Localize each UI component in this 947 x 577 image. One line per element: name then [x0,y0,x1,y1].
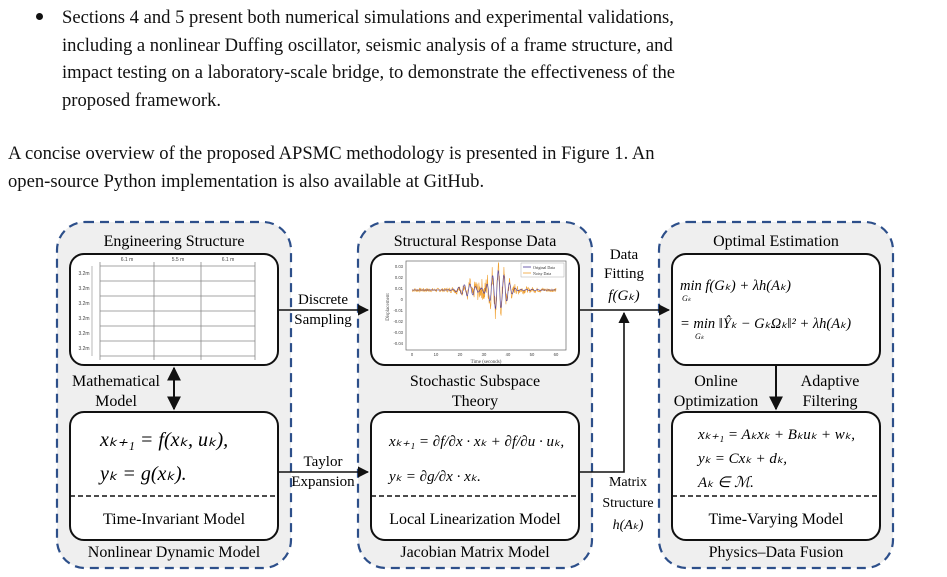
matrix-structure-label: Matrix [609,475,647,490]
plot-ytick: 0 [401,297,404,302]
structural-response-title: Structural Response Data [394,233,557,250]
plot-xtick: 50 [530,352,535,357]
data-fitting-label: Fitting [604,266,645,282]
legend-noisy: Noisy Data [533,271,551,276]
objective-function: min f(Gₖ) + λh(Aₖ) [680,278,791,294]
plot-xtick: 40 [506,352,511,357]
bullet-line: impact testing on a laboratory-scale bri… [62,62,676,83]
frame-story-label: 3.2m [78,271,89,277]
output-equation: yₖ = g(xₖ). [98,463,187,485]
time-varying-label: Time-Varying Model [709,511,845,528]
online-optimization-label: Online [694,373,738,390]
response-plot: Displacement Time (seconds) 0.03 0.02 0.… [386,260,567,365]
state-equation: xₖ₊₁ = f(xₖ, uₖ), [99,429,228,451]
data-fitting-label: Data [610,247,639,263]
frame-story-label: 3.2m [78,346,89,352]
bullet-line: proposed framework. [62,89,222,111]
plot-ytick: -0.03 [393,330,403,335]
frame-story-label: 3.2m [78,331,89,337]
paragraph-line: A concise overview of the proposed APSMC… [8,143,655,164]
plot-xtick: 30 [482,352,487,357]
linearized-output-equation: yₖ = ∂g/∂x · xₖ. [387,469,481,485]
frame-story-label: 3.2m [78,316,89,322]
jacobian-matrix-model-title: Jacobian Matrix Model [400,544,550,561]
legend-original: Original Data [533,265,555,270]
paragraph-line: open-source Python implementation is als… [8,170,485,192]
tv-state-equation: xₖ₊₁ = Aₖxₖ + Bₖuₖ + wₖ, [697,427,855,443]
taylor-expansion-label: Expansion [291,474,355,490]
data-fitting-function: f(Gₖ) [608,288,639,304]
adaptive-filtering-label: Adaptive [801,373,860,390]
nonlinear-model-box [69,411,279,541]
overview-paragraph: A concise overview of the proposed APSMC… [8,140,938,195]
mathematical-model-label: Mathematical [72,373,161,390]
objective-subscript: Gₖ [682,294,692,303]
plot-xlabel: Time (seconds) [471,360,502,365]
plot-ytick: -0.04 [393,341,403,346]
objective-subscript: Gₖ [695,332,705,341]
discrete-sampling-label: Discrete [298,292,348,308]
bullet-line: Sections 4 and 5 present both numerical … [62,7,674,28]
objective-expanded: = min ‖Ŷₖ − GₖΩₖ‖² + λh(Aₖ) [680,315,851,332]
online-optimization-label: Optimization [674,393,758,410]
bullet-text: Sections 4 and 5 present both numerical … [62,4,940,114]
plot-ytick: -0.02 [393,319,403,324]
matrix-structure-label: Structure [602,496,653,511]
plot-xtick: 0 [411,352,414,357]
bullet-line: including a nonlinear Duffing oscillator… [62,34,673,56]
frame-structure-drawing [91,262,256,360]
jacobian-model-box [370,411,580,541]
taylor-expansion-label: Taylor [304,454,343,470]
tv-constraint: Aₖ ∈ ℳ. [697,475,754,491]
original-data-series [411,269,557,310]
frame-story-label: 3.2m [78,301,89,307]
matrix-structure-arrow [579,311,630,473]
matrix-structure-function: h(Aₖ) [613,518,644,533]
linearized-state-equation: xₖ₊₁ = ∂f/∂x · xₖ + ∂f/∂u · uₖ, [388,434,564,450]
stochastic-subspace-label: Theory [452,393,498,410]
time-varying-model-box [671,411,881,541]
frame-story-label: 3.2m [78,286,89,292]
tv-output-equation: yₖ = Cxₖ + dₖ, [696,451,787,467]
physics-data-fusion-title: Physics–Data Fusion [709,544,844,561]
frame-dim-label: 6.1 m [121,257,134,263]
plot-xtick: 10 [434,352,439,357]
plot-ylabel: Displacement [386,293,391,321]
plot-xtick: 20 [458,352,463,357]
plot-ytick: 0.03 [395,264,404,269]
plot-ytick: 0.01 [395,286,404,291]
adaptive-filtering-label: Filtering [802,393,857,410]
local-linearization-label: Local Linearization Model [389,511,561,528]
frame-dim-label: 6.1 m [222,257,235,263]
frame-dim-label: 5.5 m [172,257,185,263]
plot-ytick: -0.01 [393,308,403,313]
plot-ytick: 0.02 [395,275,404,280]
mathematical-model-label: Model [95,393,137,410]
nonlinear-dynamic-model-title: Nonlinear Dynamic Model [88,544,261,561]
time-invariant-label: Time-Invariant Model [103,511,246,528]
plot-xtick: 60 [554,352,559,357]
stochastic-subspace-label: Stochastic Subspace [410,373,540,390]
optimization-box [671,253,881,366]
optimal-estimation-title: Optimal Estimation [713,233,839,250]
frame-box [69,253,279,366]
noisy-data-series [411,262,557,320]
discrete-sampling-label: Sampling [294,312,352,328]
bullet-dot [36,13,43,20]
engineering-structure-title: Engineering Structure [104,233,245,250]
